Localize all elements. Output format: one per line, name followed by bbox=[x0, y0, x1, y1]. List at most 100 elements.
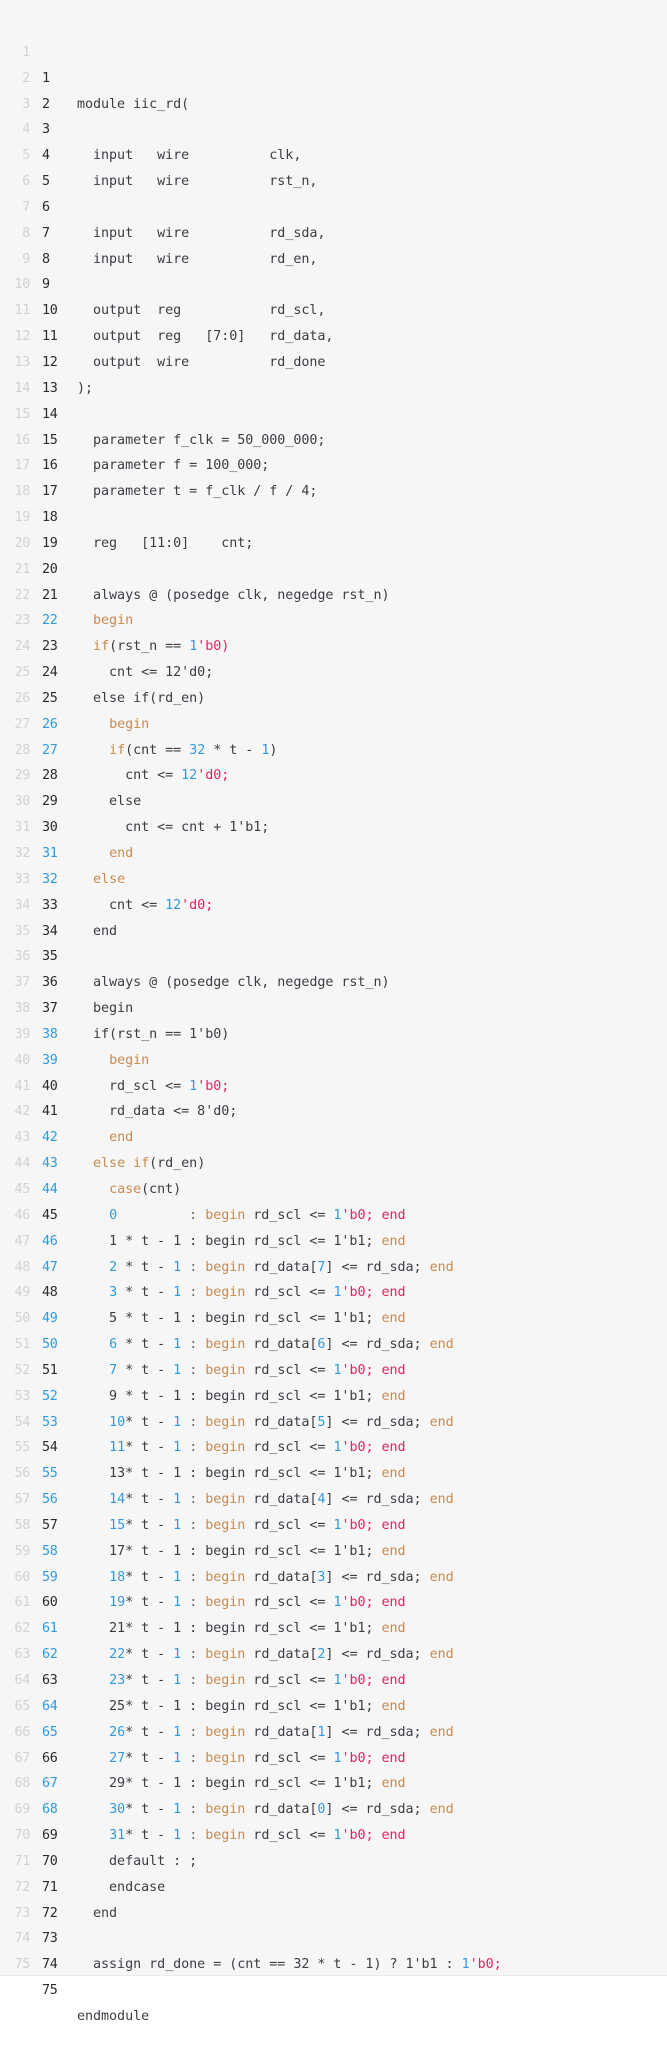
code-text[interactable]: parameter f_clk = 50_000_000; bbox=[77, 428, 325, 454]
code-text[interactable]: 22* t - 1 : begin rd_data[2] <= rd_sda; … bbox=[77, 1642, 454, 1668]
code-text[interactable]: cnt <= cnt + 1'b1; bbox=[77, 815, 269, 841]
code-text[interactable]: if(rst_n == 1'b0) bbox=[77, 634, 229, 660]
code-text[interactable]: begin bbox=[77, 712, 149, 738]
code-text[interactable]: begin bbox=[77, 608, 133, 634]
gutter-line-number: 16 bbox=[14, 432, 30, 448]
code-text[interactable]: end bbox=[77, 1901, 117, 1927]
code-token: 18 bbox=[109, 1569, 126, 1585]
code-text[interactable]: 2 * t - 1 : begin rd_data[7] <= rd_sda; … bbox=[77, 1255, 454, 1281]
code-token: rd_data[ bbox=[245, 1492, 318, 1508]
code-token: 15 bbox=[109, 1517, 126, 1533]
code-text[interactable]: 9 * t - 1 : begin rd_scl <= 1'b1; end bbox=[77, 1384, 406, 1410]
code-text[interactable]: parameter f = 100_000; bbox=[77, 453, 269, 479]
code-text[interactable]: 10* t - 1 : begin rd_data[5] <= rd_sda; … bbox=[77, 1410, 454, 1436]
code-text[interactable]: 15* t - 1 : begin rd_scl <= 1'b0; end bbox=[77, 1513, 406, 1539]
gutter-line-number: 47 bbox=[14, 1233, 30, 1249]
code-text[interactable]: else if(rd_en) bbox=[77, 686, 205, 712]
code-text[interactable]: 1 * t - 1 : begin rd_scl <= 1'b1; end bbox=[77, 1229, 406, 1255]
source-line-number: 56 bbox=[42, 1492, 58, 1508]
code-text[interactable]: 30* t - 1 : begin rd_data[0] <= rd_sda; … bbox=[77, 1797, 454, 1823]
source-line-number: 1 bbox=[42, 70, 50, 86]
code-text[interactable]: output reg [7:0] rd_data, bbox=[77, 324, 333, 350]
gutter-line-number: 10 bbox=[14, 277, 30, 293]
code-text[interactable]: 5 * t - 1 : begin rd_scl <= 1'b1; end bbox=[77, 1306, 406, 1332]
code-text[interactable]: output reg rd_scl, bbox=[77, 298, 325, 324]
code-text[interactable]: 3 * t - 1 : begin rd_scl <= 1'b0; end bbox=[77, 1280, 406, 1306]
code-text[interactable]: input wire rd_sda, bbox=[77, 221, 325, 247]
code-text[interactable]: ); bbox=[77, 376, 93, 402]
code-text[interactable]: 6 * t - 1 : begin rd_data[6] <= rd_sda; … bbox=[77, 1332, 454, 1358]
gutter-line-number: 65 bbox=[14, 1698, 30, 1714]
code-text[interactable]: 18* t - 1 : begin rd_data[3] <= rd_sda; … bbox=[77, 1565, 454, 1591]
code-line: 66 66 29* t - 1 : begin rd_scl <= 1'b1; … bbox=[0, 1694, 667, 1792]
code-text[interactable]: 26* t - 1 : begin rd_data[1] <= rd_sda; … bbox=[77, 1720, 454, 1746]
code-text[interactable]: output wire rd_done bbox=[77, 350, 325, 376]
code-token: 'b0; end bbox=[341, 1595, 406, 1611]
code-text[interactable]: else if(rd_en) bbox=[77, 1151, 205, 1177]
code-text[interactable]: default : ; bbox=[77, 1849, 197, 1875]
code-text[interactable]: 17* t - 1 : begin rd_scl <= 1'b1; end bbox=[77, 1539, 406, 1565]
code-text[interactable]: module iic_rd( bbox=[77, 92, 189, 118]
code-token: ] <= rd_sda; bbox=[325, 1337, 430, 1353]
code-text[interactable]: input wire clk, bbox=[77, 143, 301, 169]
code-token: 'd0; bbox=[197, 768, 230, 784]
code-text[interactable]: 21* t - 1 : begin rd_scl <= 1'b1; end bbox=[77, 1616, 406, 1642]
source-line-number: 9 bbox=[42, 277, 50, 293]
code-token: begin bbox=[205, 1595, 246, 1611]
source-line-number: 66 bbox=[42, 1750, 58, 1766]
code-text[interactable]: always @ (posedge clk, negedge rst_n) bbox=[77, 970, 390, 996]
code-token: 'b0; end bbox=[341, 1362, 406, 1378]
code-text[interactable]: reg [11:0] cnt; bbox=[77, 531, 253, 557]
code-token: ] <= rd_sda; bbox=[325, 1569, 430, 1585]
source-line-number: 40 bbox=[42, 1078, 58, 1094]
code-text[interactable]: endmodule bbox=[77, 2004, 149, 2030]
code-text[interactable]: 7 * t - 1 : begin rd_scl <= 1'b0; end bbox=[77, 1358, 406, 1384]
code-token: 'd0; bbox=[181, 897, 214, 913]
code-text[interactable]: end bbox=[77, 919, 117, 945]
code-text[interactable]: input wire rst_n, bbox=[77, 169, 317, 195]
code-line: 75 75 endmodule bbox=[0, 1926, 667, 2024]
code-token: 'b0) bbox=[197, 639, 230, 655]
code-text[interactable]: parameter t = f_clk / f / 4; bbox=[77, 479, 317, 505]
code-token: rd_scl <= bbox=[245, 1362, 334, 1378]
code-text[interactable]: begin bbox=[77, 1048, 149, 1074]
code-text[interactable]: 14* t - 1 : begin rd_data[4] <= rd_sda; … bbox=[77, 1487, 454, 1513]
code-text[interactable]: 29* t - 1 : begin rd_scl <= 1'b1; end bbox=[77, 1771, 406, 1797]
code-text[interactable]: endcase bbox=[77, 1875, 165, 1901]
source-line-number: 38 bbox=[42, 1026, 58, 1042]
code-text[interactable]: cnt <= 12'd0; bbox=[77, 763, 229, 789]
code-line: 20 20 always @ (posedge clk, negedge rst… bbox=[0, 505, 667, 603]
code-token: 6 bbox=[109, 1337, 118, 1353]
code-text[interactable]: if(rst_n == 1'b0) bbox=[77, 1022, 229, 1048]
code-text[interactable]: 23* t - 1 : begin rd_scl <= 1'b0; end bbox=[77, 1668, 406, 1694]
code-text[interactable]: begin bbox=[77, 996, 133, 1022]
code-text[interactable]: input wire rd_en, bbox=[77, 247, 317, 273]
code-text[interactable]: cnt <= 12'd0; bbox=[77, 660, 213, 686]
code-text[interactable]: rd_scl <= 1'b0; bbox=[77, 1074, 229, 1100]
code-text[interactable]: assign rd_done = (cnt == 32 * t - 1) ? 1… bbox=[77, 1952, 502, 1978]
code-text[interactable]: else bbox=[77, 867, 125, 893]
code-token: 1 bbox=[333, 1828, 342, 1844]
code-token: : bbox=[181, 1414, 206, 1430]
code-text[interactable]: cnt <= 12'd0; bbox=[77, 893, 213, 919]
source-line-number: 2 bbox=[42, 96, 50, 112]
code-text[interactable]: 11* t - 1 : begin rd_scl <= 1'b0; end bbox=[77, 1435, 406, 1461]
code-text[interactable]: 19* t - 1 : begin rd_scl <= 1'b0; end bbox=[77, 1590, 406, 1616]
code-line: 70 70 endcase bbox=[0, 1797, 667, 1895]
code-text[interactable]: 0 : begin rd_scl <= 1'b0; end bbox=[77, 1203, 406, 1229]
code-text[interactable]: rd_data <= 8'd0; bbox=[77, 1099, 237, 1125]
source-line-number: 10 bbox=[42, 303, 58, 319]
code-text[interactable]: 31* t - 1 : begin rd_scl <= 1'b0; end bbox=[77, 1823, 406, 1849]
code-text[interactable]: if(cnt == 32 * t - 1) bbox=[77, 738, 277, 764]
gutter-line-number: 14 bbox=[14, 380, 30, 396]
code-text[interactable]: end bbox=[77, 1125, 133, 1151]
code-text[interactable]: 13* t - 1 : begin rd_scl <= 1'b1; end bbox=[77, 1461, 406, 1487]
source-line-number: 59 bbox=[42, 1569, 58, 1585]
code-text[interactable]: end bbox=[77, 841, 133, 867]
code-line: 57 57 17* t - 1 : begin rd_scl <= 1'b1; … bbox=[0, 1461, 667, 1559]
code-text[interactable]: always @ (posedge clk, negedge rst_n) bbox=[77, 583, 390, 609]
code-text[interactable]: case(cnt) bbox=[77, 1177, 181, 1203]
code-text[interactable]: 25* t - 1 : begin rd_scl <= 1'b1; end bbox=[77, 1694, 406, 1720]
code-text[interactable]: 27* t - 1 : begin rd_scl <= 1'b0; end bbox=[77, 1746, 406, 1772]
code-text[interactable]: else bbox=[77, 789, 141, 815]
